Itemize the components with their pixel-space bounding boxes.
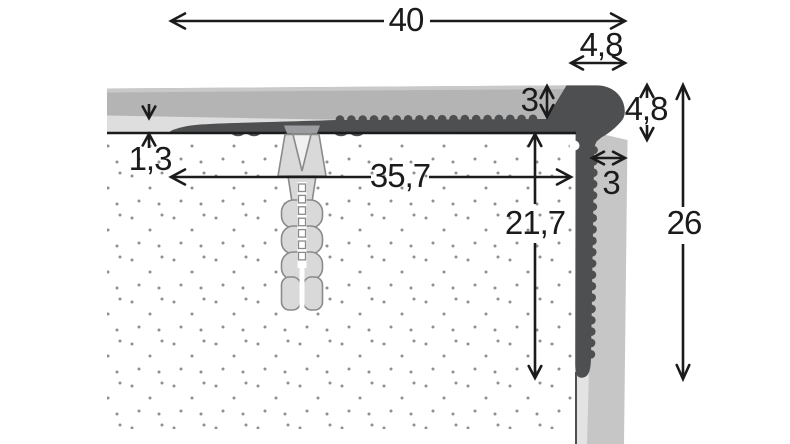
plug-channel-thread xyxy=(299,184,306,260)
plug-tip-lobe xyxy=(304,277,323,310)
leg-notch xyxy=(570,141,580,151)
dimension-nose-height: 4,8 xyxy=(625,85,668,140)
dim-label-total-height: 26 xyxy=(667,204,702,241)
plug-collar xyxy=(284,126,320,134)
dimension-nose-width: 4,8 xyxy=(571,26,625,70)
dim-label-anchoring-leg-length: 35,7 xyxy=(370,157,430,194)
dimension-total-width: 40 xyxy=(171,1,625,38)
wall-plug xyxy=(278,126,326,311)
riser-adhesive xyxy=(575,370,589,444)
dim-label-total-width: 40 xyxy=(389,1,424,38)
dim-label-base-thickness: 1,3 xyxy=(129,140,172,177)
plug-split xyxy=(300,266,305,309)
dim-label-riser-covering-thickness: 3 xyxy=(602,164,619,201)
plug-tip-lobe xyxy=(282,277,301,310)
dim-label-nose-width: 4,8 xyxy=(580,26,623,63)
dimension-total-height: 26 xyxy=(667,85,702,379)
dim-label-front-leg-depth: 21,7 xyxy=(505,204,565,241)
dim-label-covering-thickness: 3 xyxy=(521,81,538,118)
dim-label-nose-height: 4,8 xyxy=(625,90,668,127)
